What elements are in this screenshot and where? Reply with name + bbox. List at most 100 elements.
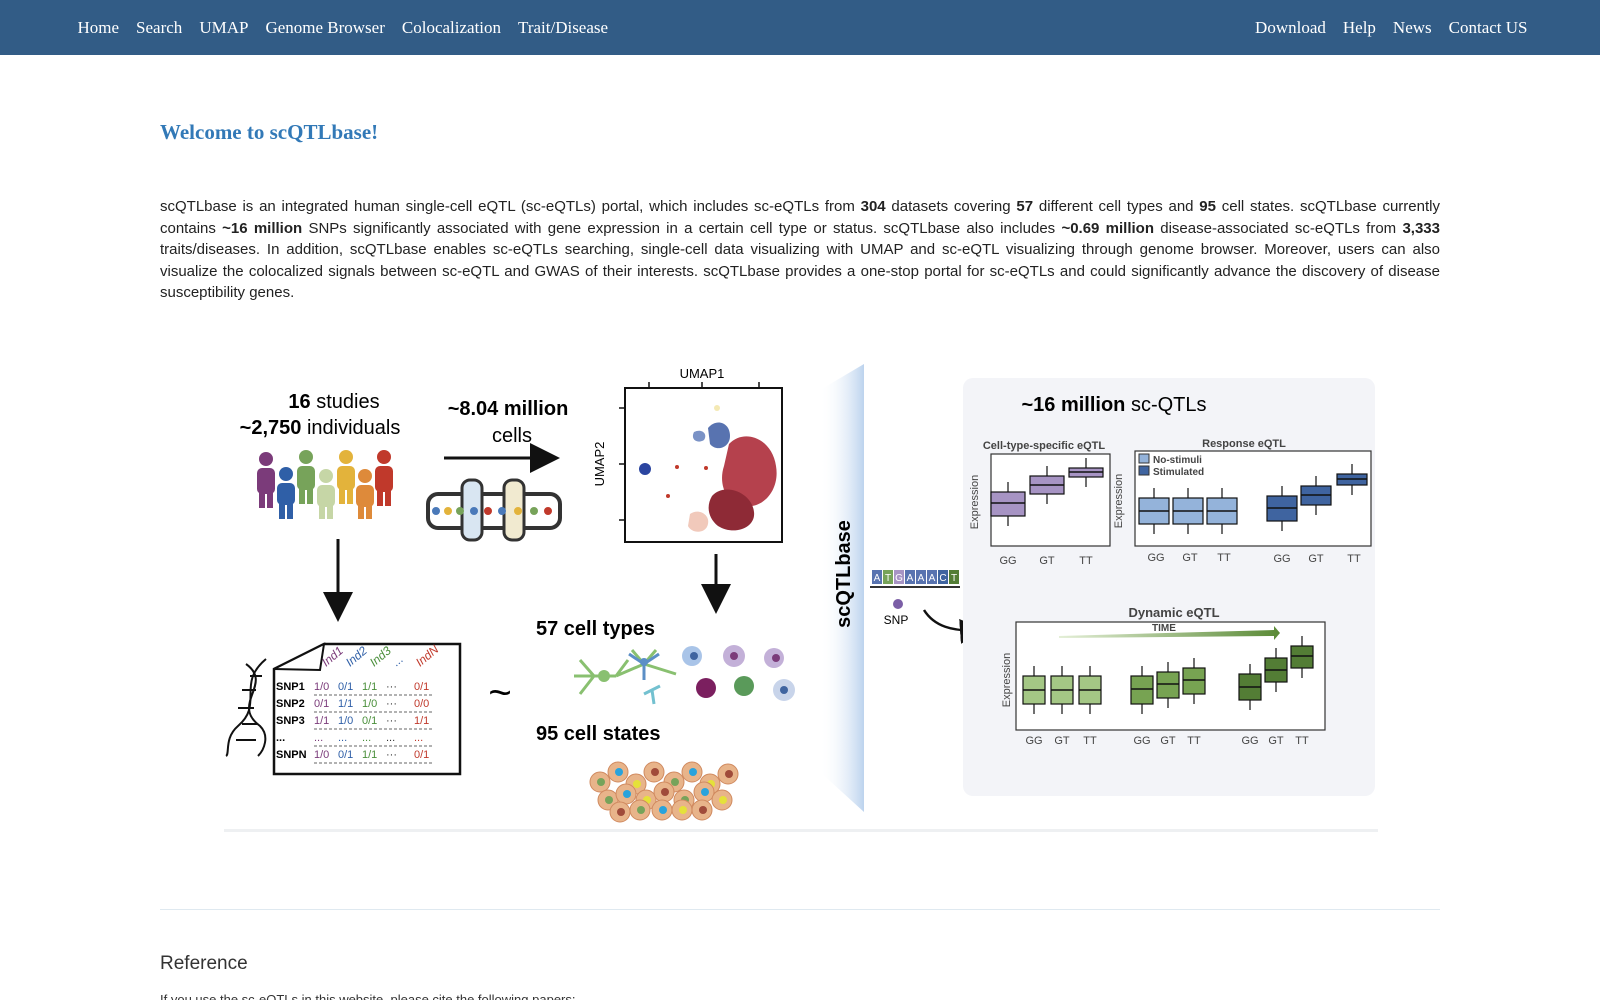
cells-count: ~8.04 million — [448, 398, 569, 420]
genotype-tick: GT — [1039, 555, 1055, 567]
snp-base-tile — [894, 570, 904, 584]
genotype-tick: TT — [1083, 735, 1097, 747]
geno-cell: 1/0 — [314, 681, 329, 693]
intro-text-4: cell states. scQTLbase currently contain… — [160, 198, 1440, 237]
snp-base-tile — [927, 570, 937, 584]
intro-text-5: SNPs significantly associated with gene … — [302, 219, 1062, 237]
cells-label: cells — [492, 425, 532, 447]
legend-swatch-no-stimuli — [1138, 453, 1150, 464]
geno-cell: ··· — [386, 698, 397, 710]
reference-heading: Reference — [160, 953, 248, 974]
snp-base-tile — [949, 570, 959, 584]
genotype-tick: GG — [1147, 552, 1164, 564]
nav-trait-disease[interactable]: Trait/Disease — [518, 17, 609, 37]
geno-cell: 1/0 — [314, 749, 329, 761]
cell-state-nucleus — [615, 768, 623, 776]
geno-cell: ··· — [386, 681, 397, 693]
genotype-tick: TT — [1217, 552, 1231, 564]
geno-cell: ··· — [386, 715, 397, 727]
umap1-label: UMAP1 — [680, 366, 725, 381]
time-label: TIME — [1152, 623, 1176, 634]
cell-state-nucleus — [725, 770, 733, 778]
nav-left-group: Home Search UMAP Genome Browser Colocali… — [69, 0, 617, 55]
intro-text-3: different cell types and — [1033, 198, 1200, 215]
geno-snp-label: SNP3 — [276, 715, 305, 727]
nav-help[interactable]: Help — [1342, 17, 1376, 37]
cell-types-icon — [574, 645, 795, 705]
legend-no-stimuli: No-stimuli — [1153, 455, 1202, 466]
genotype-tick: GT — [1268, 735, 1284, 747]
geno-cell: ... — [386, 732, 395, 744]
section-divider — [160, 909, 1440, 910]
geno-cell: 1/1 — [414, 715, 429, 727]
nav-search[interactable]: Search — [136, 17, 183, 37]
cell-state-nucleus — [651, 768, 659, 776]
response-eqtl-title: Response eQTL — [1202, 438, 1286, 450]
snp-base-letter: T — [951, 573, 957, 584]
cell-states-label: 95 cell states — [536, 723, 661, 745]
cell-state-nucleus — [719, 796, 727, 804]
genotype-tick: GG — [1273, 553, 1290, 565]
nav-umap[interactable]: UMAP — [199, 17, 249, 37]
genotype-tick: TT — [1295, 735, 1309, 747]
intro-text-2: datasets covering — [885, 198, 1017, 215]
geno-cell: 1/1 — [362, 749, 377, 761]
individuals-label: ~2,750 individuals — [240, 417, 401, 439]
intro-paragraph: scQTLbase is an integrated human single-… — [160, 196, 1440, 304]
cell-state-nucleus — [671, 778, 679, 786]
genotype-tick: GT — [1182, 552, 1198, 564]
intro-traits-count: 3,333 — [1402, 219, 1440, 237]
brand-panel — [820, 364, 864, 812]
nav-colocalization[interactable]: Colocalization — [401, 17, 502, 37]
box-body — [1182, 667, 1206, 695]
reference-text: If you use the sc-eQTLs in this website,… — [160, 992, 576, 1000]
studies-label: 16 studies — [288, 391, 379, 413]
expression-axis-label: Expression — [1001, 653, 1013, 707]
intro-cell-types-count: 57 — [1016, 198, 1034, 215]
intro-snps-count: ~16 million — [222, 219, 303, 237]
cell-state-nucleus — [597, 778, 605, 786]
umap2-label: UMAP2 — [592, 442, 607, 487]
expression-axis-label: Expression — [969, 475, 981, 529]
geno-cell: ... — [362, 732, 371, 744]
nav-contact-us[interactable]: Contact US — [1448, 17, 1528, 37]
nav-news[interactable]: News — [1392, 17, 1432, 37]
legend-swatch-stimulated — [1138, 465, 1150, 476]
genotype-tick: TT — [1347, 553, 1361, 565]
box-body — [1156, 671, 1180, 699]
geno-cell: 0/1 — [338, 749, 353, 761]
box-body — [1290, 645, 1314, 669]
snp-dot — [893, 599, 903, 609]
geno-cell: 1/1 — [362, 681, 377, 693]
geno-cell: ... — [414, 732, 423, 744]
intro-text-6: disease-associated sc-eQTLs from — [1153, 219, 1403, 237]
geno-snp-label: SNP1 — [276, 681, 305, 693]
dna-icon — [225, 658, 267, 757]
geno-cell: 1/1 — [338, 698, 353, 710]
geno-snp-label: SNP2 — [276, 698, 305, 710]
genotype-tick: TT — [1079, 555, 1093, 567]
geno-cell: 0/1 — [414, 749, 429, 761]
nav-right-group: Download Help News Contact US — [1247, 0, 1536, 55]
nav-download[interactable]: Download — [1255, 17, 1326, 37]
geno-snp-label: ... — [276, 732, 285, 744]
geno-cell: 0/1 — [314, 698, 329, 710]
cell-state-nucleus — [605, 796, 613, 804]
geno-cell: ··· — [386, 749, 397, 761]
snp-base-tile — [938, 570, 948, 584]
geno-cell: 0/1 — [338, 681, 353, 693]
top-navbar: Home Search UMAP Genome Browser Colocali… — [0, 0, 1600, 55]
cell-state-nucleus — [637, 806, 645, 814]
cell-state-nucleus — [617, 808, 625, 816]
nav-home[interactable]: Home — [77, 17, 120, 37]
snp-base-letter: C — [939, 573, 946, 584]
snp-base-tile — [872, 570, 882, 584]
nav-genome-browser[interactable]: Genome Browser — [265, 17, 385, 37]
cell-state-nucleus — [633, 780, 641, 788]
figure-underline — [224, 829, 1378, 832]
snp-base-letter: A — [874, 573, 881, 584]
genotype-tick: TT — [1187, 735, 1201, 747]
qtl-count-label: ~16 million sc-QTLs — [1021, 394, 1206, 416]
